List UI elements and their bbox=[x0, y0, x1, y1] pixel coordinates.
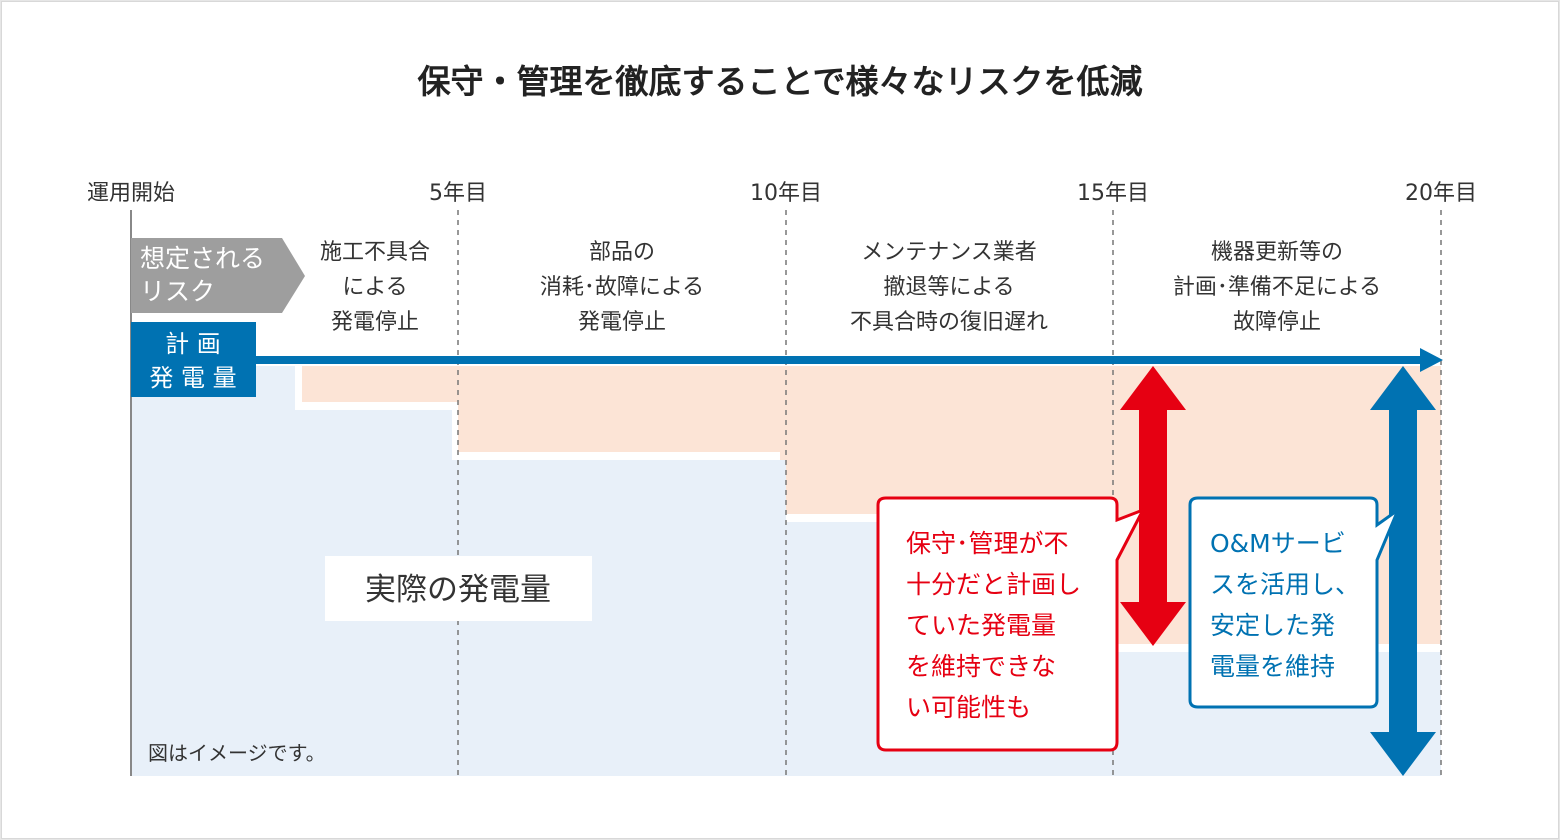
tick-start: 運用開始 bbox=[87, 181, 175, 206]
risk-header-line1: 想定される bbox=[140, 244, 265, 273]
svg-text:ていた発電量: ていた発電量 bbox=[906, 611, 1056, 640]
svg-text:を維持できな: を維持できな bbox=[906, 652, 1056, 681]
risk-callout bbox=[876, 496, 1147, 752]
tick-15: 15年目 bbox=[1077, 181, 1149, 206]
risk-header-badge bbox=[131, 238, 305, 313]
om-callout-text: O&Mサービ スを活用し、 安定した発 電量を維持 bbox=[1210, 529, 1360, 681]
svg-text:安定した発: 安定した発 bbox=[1210, 611, 1335, 640]
svg-text:スを活用し、: スを活用し、 bbox=[1210, 570, 1360, 599]
plan-header-badge bbox=[131, 322, 256, 397]
plan-header-line2: 発 電 量 bbox=[149, 364, 236, 392]
svg-text:電量を維持: 電量を維持 bbox=[1210, 652, 1335, 681]
risk-3-line3: 不具合時の復旧遅れ bbox=[850, 310, 1048, 335]
svg-text:保守･管理が不: 保守･管理が不 bbox=[906, 529, 1069, 558]
svg-text:十分だと計画し: 十分だと計画し bbox=[906, 570, 1081, 599]
tick-10: 10年目 bbox=[750, 181, 822, 206]
risk-1-line1: 施工不具合 bbox=[320, 240, 430, 265]
tick-20: 20年目 bbox=[1405, 181, 1477, 206]
risk-4-line3: 故障停止 bbox=[1233, 310, 1321, 335]
risk-2-line1: 部品の bbox=[589, 240, 655, 265]
risk-1-line3: 発電停止 bbox=[331, 310, 419, 335]
risk-list: 施工不具合 による 発電停止 部品の 消耗･故障による 発電停止 メンテナンス業… bbox=[320, 240, 1381, 335]
risk-callout-text: 保守･管理が不 十分だと計画し ていた発電量 を維持できな い可能性も bbox=[906, 529, 1081, 722]
risk-3-line1: メンテナンス業者 bbox=[861, 240, 1037, 265]
om-maintained-arrow-icon bbox=[1370, 366, 1436, 776]
risk-2-line2: 消耗･故障による bbox=[540, 275, 704, 300]
plan-arrowhead-icon bbox=[1420, 348, 1443, 372]
actual-label: 実際の発電量 bbox=[365, 572, 551, 608]
plan-header-line1: 計 画 bbox=[165, 330, 221, 358]
om-callout bbox=[1188, 496, 1402, 709]
risk-1-line2: による bbox=[342, 275, 407, 300]
risk-gap-arrow-icon bbox=[1120, 366, 1186, 646]
image-note: 図はイメージです。 bbox=[148, 741, 326, 765]
diagram-title: 保守・管理を徹底することで様々なリスクを低減 bbox=[417, 62, 1142, 101]
svg-text:O&Mサービ: O&Mサービ bbox=[1210, 529, 1346, 558]
risk-3-line2: 撤退等による bbox=[883, 275, 1014, 300]
svg-text:い可能性も: い可能性も bbox=[906, 693, 1031, 722]
tick-5: 5年目 bbox=[429, 181, 487, 206]
risk-4-line2: 計画･準備不足による bbox=[1173, 275, 1381, 300]
risk-header-line2: リスク bbox=[140, 277, 215, 306]
risk-4-line1: 機器更新等の bbox=[1211, 240, 1343, 265]
actual-label-box bbox=[325, 556, 592, 621]
risk-2-line3: 発電停止 bbox=[578, 310, 666, 335]
